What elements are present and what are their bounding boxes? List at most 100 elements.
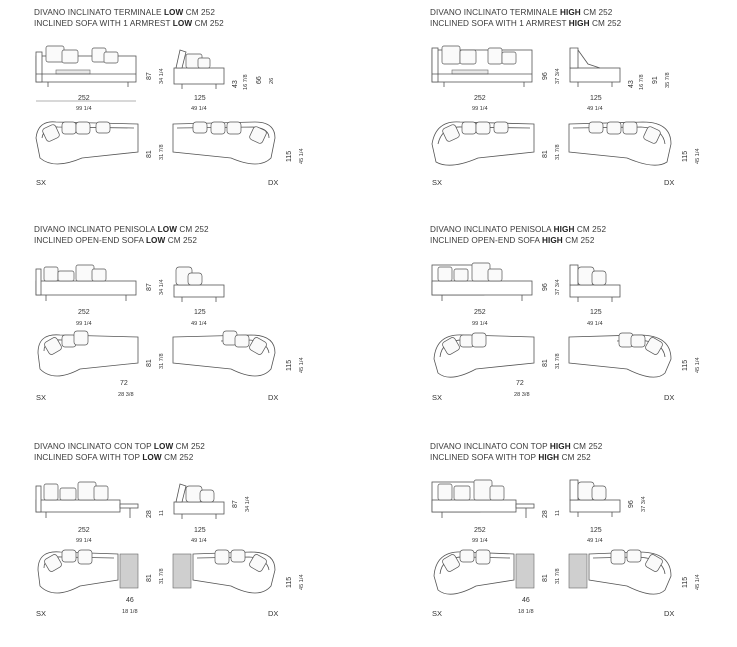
cushion [475, 121, 491, 135]
dim-depth-side-in: 49 1/4 [191, 321, 207, 327]
front-view [431, 479, 535, 518]
cushion [442, 124, 460, 142]
cushion [187, 272, 203, 286]
cushion [75, 264, 95, 282]
dim-plan-depth2-in: 45 1/4 [695, 357, 701, 373]
dim-chaise-in: 28 3/8 [514, 392, 530, 398]
sofa-outline [35, 121, 139, 165]
armrest [35, 51, 43, 83]
cushion [437, 266, 453, 282]
label-sx: SX [36, 609, 47, 618]
dim-seat-in: 16 7/8 [243, 74, 249, 90]
plan-view-sx [35, 121, 139, 165]
plan-view-dx [568, 332, 672, 378]
armrest [431, 47, 439, 83]
dim-plan-depth: 81 [146, 359, 153, 367]
dim-height-in: 37 3/4 [555, 68, 561, 84]
cushion [249, 337, 267, 355]
dim-height-in: 37 3/4 [555, 279, 561, 295]
seat-plane [451, 69, 489, 75]
title-english: INCLINED SOFA WITH TOP HIGH CM 252 [430, 453, 591, 462]
dim-plan-depth2-in: 45 1/4 [695, 148, 701, 164]
label-dx: DX [268, 178, 279, 187]
dim-arm-in: 26 [269, 77, 275, 84]
cushion [210, 121, 226, 135]
plan-view-sx [433, 549, 535, 595]
label-sx: SX [432, 609, 443, 618]
dim-height: 87 [232, 500, 239, 508]
dim-plan-depth2-in: 45 1/4 [695, 574, 701, 590]
dim-height: 87 [146, 283, 153, 291]
plan-view-sx [431, 121, 535, 166]
cushion [197, 57, 211, 69]
marble-top [172, 553, 192, 589]
dim-plan-depth-in: 31 7/8 [555, 353, 561, 369]
side-top [515, 503, 535, 509]
dim-depth-side: 125 [194, 95, 206, 102]
cushion [487, 47, 503, 65]
dim-depth-side: 125 [194, 527, 206, 534]
front-view [35, 45, 137, 102]
title-english: INCLINED SOFA WITH 1 ARMREST LOW CM 252 [34, 19, 224, 28]
cushion [622, 121, 638, 135]
cushion [57, 270, 75, 282]
cushion [475, 549, 491, 565]
dim-width-in: 99 1/4 [472, 106, 488, 112]
title-italian: DIVANO INCLINATO PENISOLA LOW CM 252 [34, 225, 209, 234]
label-dx: DX [664, 609, 675, 618]
dim-depth-side: 125 [590, 527, 602, 534]
sofa-body [569, 499, 621, 513]
marble-top [515, 553, 535, 589]
plan-view-dx [172, 330, 276, 377]
dim-height-in: 37 3/4 [641, 496, 647, 512]
cushion [230, 549, 246, 563]
seat-plane [55, 69, 91, 75]
backrest [569, 47, 579, 69]
cushion [43, 266, 59, 282]
plan-view-dx [568, 549, 672, 595]
dim-top-width: 46 [522, 597, 530, 604]
sofa-outline [568, 334, 672, 378]
dim-height: 96 [542, 283, 549, 291]
label-sx: SX [432, 178, 443, 187]
dim-height-in: 34 1/4 [159, 279, 165, 295]
front-view [431, 262, 533, 301]
plan-view-dx [172, 549, 276, 594]
dim-seat: 43 [628, 80, 635, 88]
dim-width: 252 [78, 309, 90, 316]
dim-seat-in: 16 7/8 [639, 74, 645, 90]
sofa-body [173, 67, 225, 85]
cushion [226, 121, 242, 135]
dim-width-in: 99 1/4 [76, 321, 92, 327]
block-penisola-high: DIVANO INCLINATO PENISOLA HIGH CM 252 IN… [430, 225, 737, 430]
cushion [77, 549, 93, 565]
cushion [645, 554, 663, 572]
title-italian: DIVANO INCLINATO PENISOLA HIGH CM 252 [430, 225, 607, 234]
dim-plan-depth2: 115 [286, 576, 293, 588]
sofa-body [173, 284, 225, 298]
dim-plan-depth2: 115 [682, 359, 689, 371]
sofa-body [431, 280, 533, 296]
backrest [569, 479, 579, 501]
cushion-line [577, 49, 601, 69]
cushion [493, 121, 509, 134]
dim-height-in: 34 1/4 [245, 496, 251, 512]
dim-plan-depth-in: 31 7/8 [555, 568, 561, 584]
dim-plan-depth: 81 [146, 574, 153, 582]
cushion [461, 121, 477, 135]
cushion [473, 479, 493, 501]
dim-plan-depth: 81 [542, 574, 549, 582]
cushion [643, 126, 661, 144]
label-sx: SX [36, 393, 47, 402]
dim-top-width-in: 18 1/8 [122, 609, 138, 615]
cushion [606, 121, 622, 135]
title-english: INCLINED SOFA WITH 1 ARMREST HIGH CM 252 [430, 19, 622, 28]
plan-view-sx [37, 330, 139, 377]
sofa-body [569, 67, 621, 83]
dim-depth-side: 125 [590, 309, 602, 316]
front-view [35, 481, 139, 518]
armrest [35, 485, 42, 513]
dim-plan-depth-in: 31 7/8 [159, 144, 165, 160]
label-dx: DX [268, 393, 279, 402]
side-view [569, 264, 621, 302]
